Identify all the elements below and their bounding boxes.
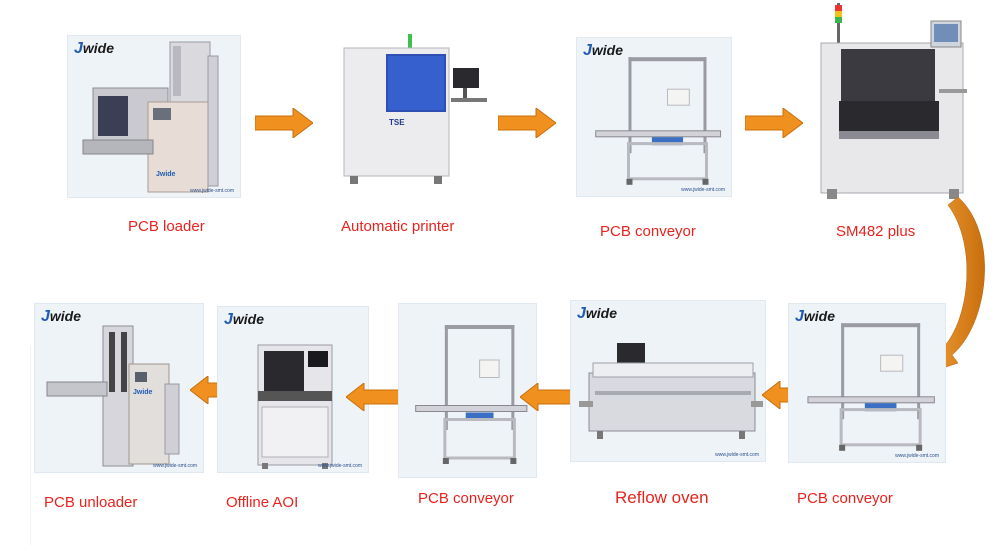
conveyor-screen: [666, 88, 690, 106]
jwide-logo: Jwide: [583, 42, 624, 59]
conveyor-foot: [916, 444, 923, 451]
conveyor-foot: [839, 444, 846, 451]
label-reflow-oven: Reflow oven: [615, 488, 709, 507]
divider-line: [30, 345, 31, 545]
arrow-left-icon: [520, 383, 574, 411]
jwide-logo: Jwide: [577, 305, 618, 322]
conveyor-control-box: [864, 403, 897, 412]
pcb-loader-illustration: Jwide: [82, 41, 219, 193]
brand-url: www.jwide-smt.com: [895, 453, 939, 459]
pcb-unloader-illustration: Jwide: [46, 325, 180, 467]
conveyor-rail: [807, 396, 935, 404]
panel-pcb-conveyor-2: Jwide www.jwide-smt.com: [788, 303, 946, 463]
arrow-right-icon: [255, 108, 313, 138]
panel-sm482-plus: [810, 0, 980, 205]
panel-pcb-unloader: Jwide Jwide www.jwide-smt.com: [34, 303, 204, 473]
conveyor-control-box: [651, 137, 684, 146]
conveyor-post: [917, 323, 921, 420]
conveyor-foot: [626, 178, 633, 185]
jwide-logo: Jwide: [795, 308, 836, 325]
arrow-right-icon: [498, 108, 556, 138]
conveyor-control-box: [465, 412, 494, 421]
sm482-illustration: [820, 3, 967, 199]
conveyor-post: [703, 57, 707, 154]
brand-url: www.jwide-smt.com: [153, 463, 197, 469]
brand-url: www.jwide-smt.com: [190, 188, 234, 194]
svg-text:Jwide: Jwide: [133, 389, 153, 396]
conveyor-rail: [415, 405, 528, 412]
conveyor-top-bar: [628, 57, 707, 62]
conveyor-post: [511, 325, 515, 430]
arrow-left-icon: [346, 383, 400, 411]
automatic-printer-illustration: TSE: [343, 34, 487, 184]
conveyor-foot: [442, 458, 449, 464]
label-pcb-unloader: PCB unloader: [44, 494, 138, 511]
brand-url: www.jwide-smt.com: [318, 463, 362, 469]
reflow-oven-illustration: [579, 343, 763, 439]
conveyor-top-bar: [841, 323, 921, 328]
conveyor-frame: [839, 408, 922, 447]
pcb-conveyor-illustration: [595, 57, 722, 185]
brand-url: www.jwide-smt.com: [681, 187, 725, 193]
jwide-logo: Jwide: [74, 40, 115, 57]
label-pcb-conveyor-3: PCB conveyor: [418, 490, 514, 507]
panel-pcb-conveyor-1: Jwide www.jwide-smt.com: [576, 37, 732, 197]
arrow-right-icon: [745, 108, 803, 138]
conveyor-post: [444, 325, 448, 430]
conveyor-top-bar: [444, 325, 515, 329]
svg-text:Jwide: Jwide: [156, 171, 176, 178]
conveyor-foot: [510, 458, 517, 464]
panel-reflow-oven: Jwide www.jwide-smt.com: [570, 300, 766, 462]
panel-offline-aoi: Jwide www.jwide-smt.com: [217, 306, 369, 473]
panel-pcb-loader: Jwide Jwide www.jwide-smt.com: [67, 35, 241, 198]
pcb-conveyor-illustration: [415, 325, 528, 464]
pcb-conveyor-illustration: [807, 323, 935, 451]
label-pcb-conveyor-2: PCB conveyor: [797, 490, 893, 507]
panel-pcb-conveyor-3: [398, 303, 537, 478]
conveyor-screen: [880, 354, 904, 372]
conveyor-rail: [595, 130, 722, 138]
conveyor-foot: [702, 178, 709, 185]
label-pcb-loader: PCB loader: [128, 218, 205, 235]
conveyor-screen: [479, 359, 500, 378]
conveyor-post: [841, 323, 845, 420]
label-sm482-plus: SM482 plus: [836, 223, 916, 240]
offline-aoi-illustration: [257, 344, 333, 469]
brand-url: www.jwide-smt.com: [715, 452, 759, 458]
printer-badge-text: TSE: [389, 118, 405, 127]
label-automatic-printer: Automatic printer: [341, 218, 455, 235]
jwide-logo: Jwide: [41, 308, 82, 325]
label-offline-aoi: Offline AOI: [226, 494, 299, 511]
jwide-logo: Jwide: [224, 311, 265, 328]
conveyor-frame: [626, 142, 708, 181]
conveyor-post: [628, 57, 632, 154]
label-pcb-conveyor-1: PCB conveyor: [600, 223, 696, 240]
conveyor-frame: [443, 418, 516, 460]
panel-automatic-printer: TSE: [315, 25, 495, 205]
